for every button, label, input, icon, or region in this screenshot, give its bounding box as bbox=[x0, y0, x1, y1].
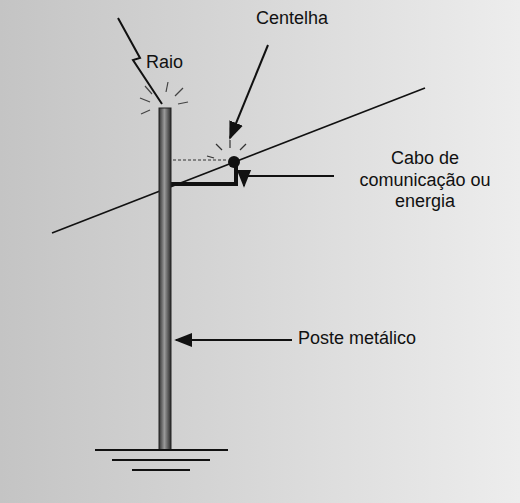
strike-label: Raio bbox=[146, 52, 183, 74]
leader-arrow bbox=[244, 176, 334, 186]
metal-pole bbox=[159, 108, 171, 450]
cable-dot bbox=[228, 156, 240, 168]
ground-symbol bbox=[95, 450, 228, 470]
cable-label: Cabo de comunicação ou energia bbox=[340, 148, 510, 213]
strike-sparks bbox=[140, 82, 188, 114]
spark bbox=[173, 140, 246, 160]
leader-arrow bbox=[230, 45, 268, 138]
cable-line bbox=[52, 88, 425, 233]
spark-label: Centelha bbox=[256, 8, 328, 30]
cable-bracket bbox=[168, 166, 236, 184]
pole-label: Poste metálico bbox=[298, 328, 416, 350]
leader-arrow bbox=[176, 339, 292, 341]
